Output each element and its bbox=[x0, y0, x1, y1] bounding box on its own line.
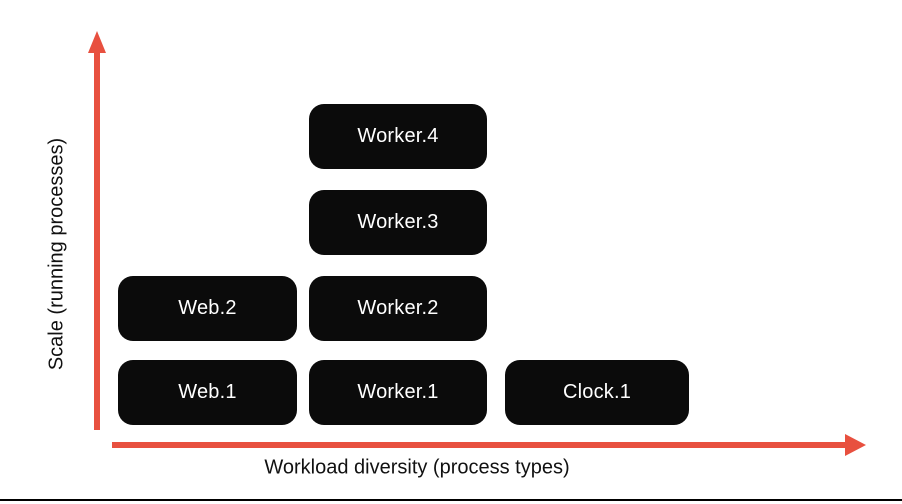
process-box-label: Worker.2 bbox=[357, 297, 439, 319]
x-axis-label: Workload diversity (process types) bbox=[264, 456, 570, 479]
y-axis-arrowhead-icon bbox=[88, 31, 106, 53]
process-box-label: Clock.1 bbox=[562, 381, 632, 403]
bottom-edge-rule bbox=[0, 499, 902, 501]
y-axis-label: Scale (running processes) bbox=[45, 137, 68, 371]
x-axis-arrowhead-icon bbox=[845, 434, 866, 456]
process-box-label: Worker.3 bbox=[357, 211, 439, 233]
process-box-label: Worker.4 bbox=[357, 125, 439, 147]
process-box-clock-1: Clock.1 bbox=[505, 360, 689, 425]
process-box-worker-4: Worker.4 bbox=[309, 104, 487, 169]
process-box-label: Web.1 bbox=[178, 381, 237, 403]
process-box-label: Worker.1 bbox=[357, 381, 439, 403]
process-box-worker-2: Worker.2 bbox=[309, 276, 487, 341]
process-box-worker-1: Worker.1 bbox=[309, 360, 487, 425]
process-box-web-1: Web.1 bbox=[118, 360, 297, 425]
process-box-worker-3: Worker.3 bbox=[309, 190, 487, 255]
process-box-web-2: Web.2 bbox=[118, 276, 297, 341]
process-box-label: Web.2 bbox=[178, 297, 237, 319]
